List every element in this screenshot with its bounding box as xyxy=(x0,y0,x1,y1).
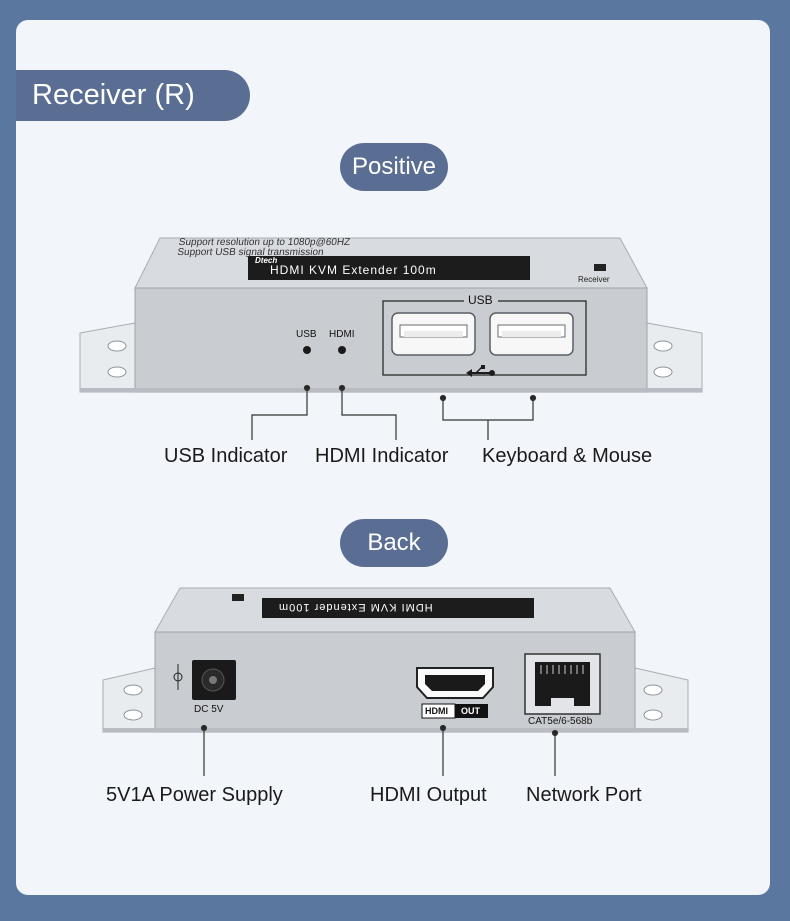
back-product-label-plate xyxy=(262,598,534,618)
usb-led xyxy=(303,346,311,354)
dc-label: DC 5V xyxy=(194,704,224,715)
back-product-label: HDMI KVM Extender 100m xyxy=(278,601,433,613)
page-title: Receiver (R) xyxy=(16,70,250,121)
product-label-plate xyxy=(248,256,530,280)
network-label: CAT5e/6-568b xyxy=(528,716,593,727)
hdmi-port xyxy=(416,667,494,699)
hdmi-port-label: HDMI xyxy=(425,706,448,716)
usb-symbol-icon xyxy=(466,365,495,377)
usb-port-2 xyxy=(489,312,574,356)
hdmi-led-label: HDMI xyxy=(329,329,355,340)
usb-indicator-callout: USB Indicator xyxy=(164,445,288,467)
hdmi-indicator-callout: HDMI Indicator xyxy=(315,445,449,467)
back-left-mounting-ear xyxy=(102,667,156,733)
power-supply-callout: 5V1A Power Supply xyxy=(106,784,283,806)
positive-section-label: Positive xyxy=(340,143,448,191)
network-port-callout: Network Port xyxy=(526,784,642,806)
keyboard-mouse-callout: Keyboard & Mouse xyxy=(482,445,653,467)
back-section-label: Back xyxy=(340,519,448,567)
product-label: HDMI KVM Extender 100m xyxy=(270,263,437,277)
receiver-tag: Receiver xyxy=(578,275,610,284)
right-mounting-ear xyxy=(646,322,703,393)
usb-led-label: USB xyxy=(296,329,317,340)
back-callout-lines xyxy=(200,724,559,776)
brand-logo: Dtech xyxy=(255,256,278,265)
network-port xyxy=(524,653,601,715)
hdmi-output-callout: HDMI Output xyxy=(370,784,487,806)
usb-group-label: USB xyxy=(468,293,493,307)
hdmi-led xyxy=(338,346,346,354)
polarity-icon xyxy=(173,664,183,690)
dc-power-jack xyxy=(192,660,236,700)
back-right-mounting-ear xyxy=(634,667,689,733)
usb-port-1 xyxy=(391,312,476,356)
receiver-tag-icon xyxy=(594,264,606,271)
front-callout-lines xyxy=(251,384,537,440)
out-port-label: OUT xyxy=(461,706,480,716)
